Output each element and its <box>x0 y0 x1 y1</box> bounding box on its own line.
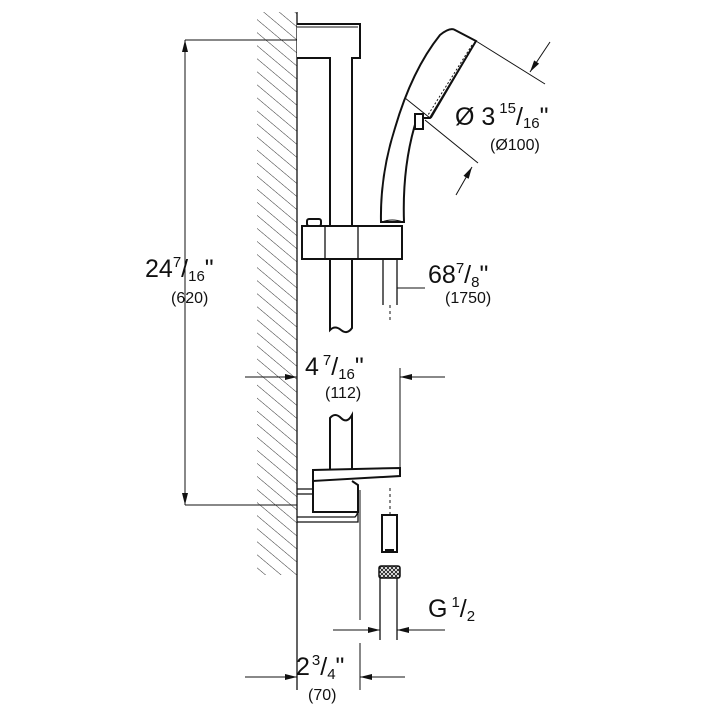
top-wall-bracket <box>297 23 361 59</box>
lower-wall-bracket <box>297 466 401 523</box>
height-dimension-label: 247/16" (620) <box>145 254 214 307</box>
svg-text:Ø 315/16": Ø 315/16" <box>455 100 549 132</box>
svg-text:(1750): (1750) <box>445 290 491 307</box>
svg-text:(112): (112) <box>325 385 361 402</box>
shower-hose <box>382 259 398 322</box>
svg-text:(70): (70) <box>308 687 336 704</box>
dimension-arrows <box>182 40 551 680</box>
diameter-arrow-top <box>529 41 551 73</box>
hand-shower <box>379 28 478 223</box>
diameter-arrow-bottom <box>455 166 473 196</box>
svg-text:G1/2: G1/2 <box>428 594 475 625</box>
extension-lines <box>185 39 546 690</box>
wall <box>257 12 298 690</box>
svg-text:(620): (620) <box>171 290 208 307</box>
svg-text:47/16": 47/16" <box>305 352 364 383</box>
svg-text:23/4": 23/4" <box>296 652 344 683</box>
svg-text:247/16": 247/16" <box>145 254 214 285</box>
svg-text:687/8": 687/8" <box>428 260 488 291</box>
hose-connection <box>378 488 401 640</box>
shower-rail <box>329 57 353 470</box>
hose-length-label: 687/8" (1750) <box>428 260 491 307</box>
shower-slider <box>301 218 403 260</box>
svg-text:(Ø100): (Ø100) <box>490 137 540 154</box>
